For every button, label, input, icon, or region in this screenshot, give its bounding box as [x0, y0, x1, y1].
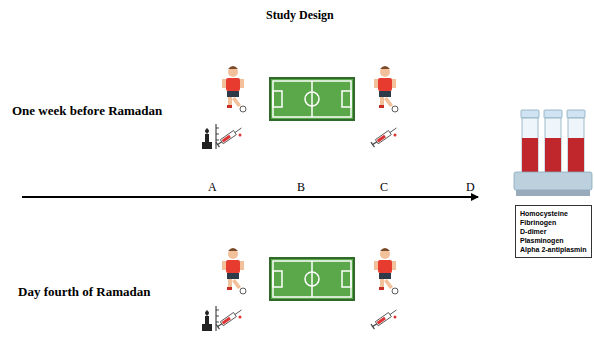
analyte-list-box: HomocysteineFibrinogenD-dimerPlasminogen… — [515, 205, 592, 258]
analyte-name: Fibrinogen — [520, 218, 587, 227]
analyte-name: Alpha 2-antiplasmin — [520, 245, 587, 254]
diagram-title: Study Design — [266, 8, 334, 23]
analyte-name: Plasminogen — [520, 236, 587, 245]
row-label: One week before Ramadan — [12, 103, 162, 119]
timepoint-letter: A — [208, 180, 217, 195]
timepoint-letter: B — [297, 180, 305, 195]
timepoint-letter: D — [466, 180, 475, 195]
timepoint-letter: C — [380, 180, 388, 195]
row-label: Day fourth of Ramadan — [18, 284, 151, 300]
analyte-name: D-dimer — [520, 227, 587, 236]
analyte-name: Homocysteine — [520, 209, 587, 218]
